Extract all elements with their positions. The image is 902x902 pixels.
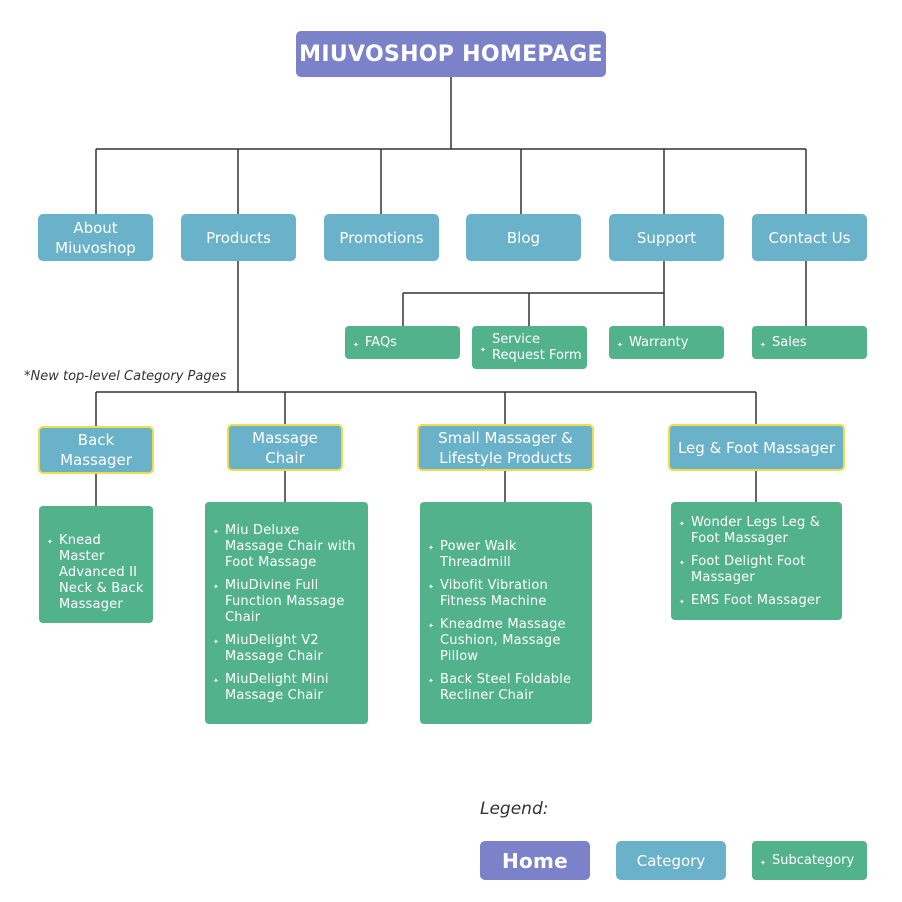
subcategory-list-leg-foot: Wonder Legs Leg & Foot Massager Foot Del… xyxy=(671,502,842,620)
category-blog[interactable]: Blog xyxy=(466,214,581,261)
subcategory-list-massage-chair: Miu Deluxe Massage Chair with Foot Massa… xyxy=(205,502,368,724)
subcategory-service-request-form[interactable]: Service Request Form xyxy=(472,326,587,369)
subcategory-item[interactable]: EMS Foot Massager xyxy=(671,593,836,610)
subcategory-item[interactable]: Wonder Legs Leg & Foot Massager xyxy=(671,515,836,547)
subcategory-item[interactable]: MiuDelight V2 Massage Chair xyxy=(205,633,362,665)
homepage-node[interactable]: MIUVOSHOP HOMEPAGE xyxy=(296,31,606,77)
subcategory-item[interactable]: Back Steel Foldable Recliner Chair xyxy=(420,672,586,704)
category-promotions[interactable]: Promotions xyxy=(324,214,439,261)
category-products[interactable]: Products xyxy=(181,214,296,261)
subcategory-item[interactable]: MiuDelight Mini Massage Chair xyxy=(205,672,362,704)
subcategory-item[interactable]: Miu Deluxe Massage Chair with Foot Massa… xyxy=(205,523,362,571)
legend-subcategory: Subcategory xyxy=(752,841,867,880)
subcategory-item[interactable]: MiuDivine Full Function Massage Chair xyxy=(205,578,362,626)
subcategory-item[interactable]: Vibofit Vibration Fitness Machine xyxy=(420,578,586,610)
subcategory-item[interactable]: Knead Master Advanced II Neck & Back Mas… xyxy=(39,533,147,613)
subcategory-sales[interactable]: Sales xyxy=(752,326,867,359)
legend-category: Category xyxy=(616,841,726,880)
legend-home: Home xyxy=(480,841,590,880)
legend-title: Legend: xyxy=(480,799,549,819)
category-massage-chair[interactable]: Massage Chair xyxy=(227,424,343,471)
category-about-miuvoshop[interactable]: About Miuvoshop xyxy=(38,214,153,261)
category-support[interactable]: Support xyxy=(609,214,724,261)
subcategory-item[interactable]: Foot Delight Foot Massager xyxy=(671,554,836,586)
category-small-massager-lifestyle[interactable]: Small Massager & Lifestyle Products xyxy=(417,424,594,471)
subcategory-item[interactable]: Kneadme Massage Cushion, Massage Pillow xyxy=(420,617,586,665)
subcategory-list-back-massager: Knead Master Advanced II Neck & Back Mas… xyxy=(39,506,153,623)
category-contact-us[interactable]: Contact Us xyxy=(752,214,867,261)
subcategory-faqs[interactable]: FAQs xyxy=(345,326,460,359)
category-leg-foot-massager[interactable]: Leg & Foot Massager xyxy=(668,424,845,471)
category-back-massager[interactable]: Back Massager xyxy=(38,426,154,474)
new-category-note: *New top-level Category Pages xyxy=(24,369,227,384)
subcategory-warranty[interactable]: Warranty xyxy=(609,326,724,359)
subcategory-list-small-massager: Power Walk Threadmill Vibofit Vibration … xyxy=(420,502,592,724)
subcategory-item[interactable]: Power Walk Threadmill xyxy=(420,539,586,571)
